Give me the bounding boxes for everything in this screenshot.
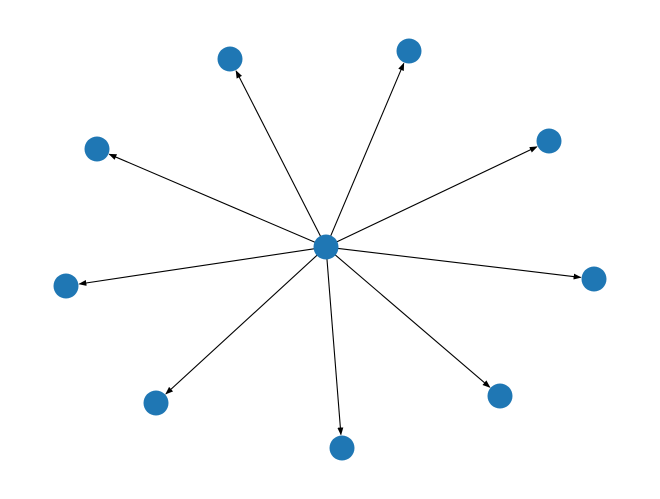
edge-0-3 [329,146,538,246]
node-6 [581,266,607,292]
edge-0-9 [328,249,491,388]
node-1 [217,46,243,72]
edge-0-4 [108,153,323,247]
nodes-layer [53,38,607,461]
edge-0-6 [329,246,582,280]
edge-0-1 [235,70,325,244]
node-3 [536,128,562,154]
edge-0-5 [78,247,323,286]
edges-layer [78,62,582,436]
node-5 [53,273,79,299]
node-9 [487,383,513,409]
node-4 [84,136,110,162]
node-2 [396,38,422,64]
center-node [313,234,339,260]
edge-0-2 [326,62,405,244]
edge-0-7 [165,249,324,395]
edge-0-8 [325,250,344,436]
node-8 [329,435,355,461]
node-7 [143,390,169,416]
